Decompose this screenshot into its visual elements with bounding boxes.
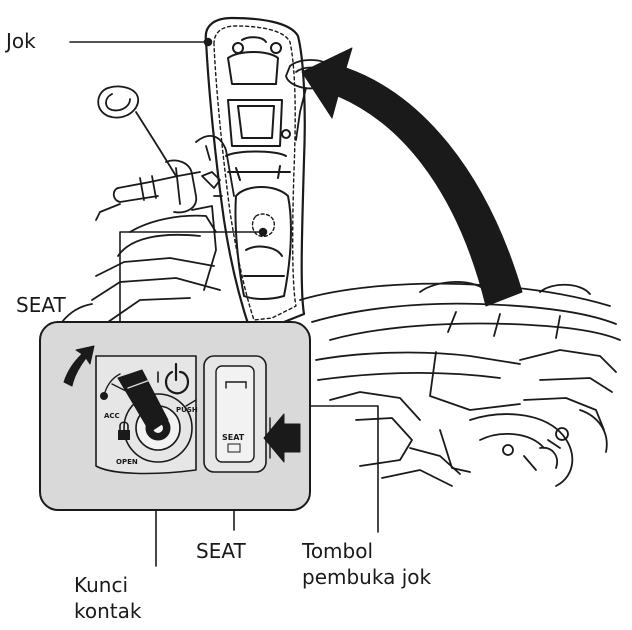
push-marking: PUSH [176, 406, 198, 414]
label-seat-bottom: SEAT [196, 539, 246, 563]
key-icon [117, 369, 169, 433]
label-kunci-kontak-line1: Kunci [74, 573, 129, 597]
seat-raised [204, 16, 306, 332]
label-tombol-pembuka-jok-line2: pembuka jok [302, 565, 432, 589]
acc-marking: ACC [104, 412, 120, 420]
push-arrow-icon [263, 413, 301, 463]
label-kunci-kontak-line2: kontak [74, 599, 142, 623]
lock-icon [118, 421, 130, 440]
power-icon [164, 362, 190, 395]
switch-markings: ACC OPEN PUSH SEAT [104, 406, 245, 466]
lift-arrow-icon [301, 47, 523, 307]
label-tombol-pembuka-jok-line1: Tombol [302, 539, 374, 563]
seat-button-marking: SEAT [222, 433, 245, 442]
open-marking: OPEN [116, 458, 138, 466]
label-seat-top: SEAT [16, 293, 66, 317]
ignition-panel [39, 321, 311, 511]
label-jok: Jok [6, 29, 36, 53]
rotate-arrow-icon [63, 345, 95, 387]
scooter-body-outline [61, 59, 621, 487]
